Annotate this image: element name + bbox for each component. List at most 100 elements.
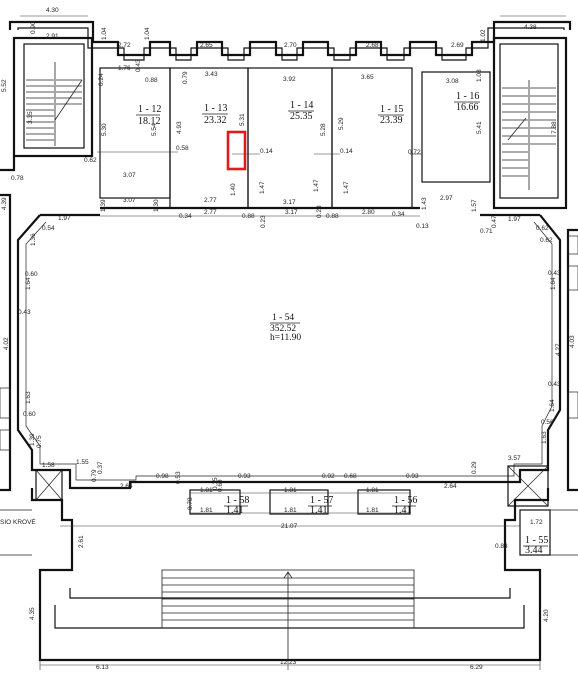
dimension-label: 2.69 <box>451 42 464 49</box>
dimension-label: 1.39 <box>29 433 36 446</box>
room-area: 1.41 <box>310 505 328 516</box>
dimension-label: 5.29 <box>338 117 345 130</box>
dimension-label: 1.04 <box>101 27 108 40</box>
dimension-label: 4.35 <box>29 607 36 620</box>
dimension-label: 1.63 <box>541 431 548 444</box>
dimension-label: 2.97 <box>440 195 453 202</box>
dimension-label: 3.07 <box>123 197 136 204</box>
dimension-label: 0.56 <box>541 419 554 426</box>
dimension-label: 5.28 <box>320 123 327 136</box>
dimension-label: 1.97 <box>508 216 521 223</box>
dimension-label: 0.60 <box>25 271 38 278</box>
dimension-label: 1.64 <box>549 399 556 412</box>
room-area: 23.39 <box>380 115 403 126</box>
dimension-label: 2.91 <box>46 33 59 40</box>
dimension-label: 6.29 <box>470 664 483 671</box>
room-id: 1 - 58 <box>226 495 249 506</box>
dimension-lines <box>20 15 566 670</box>
dimension-label: 0.71 <box>480 228 493 235</box>
dimension-label: 1.64 <box>550 277 557 290</box>
dimension-label: 1.76 <box>118 65 131 72</box>
dimension-label: 0.60 <box>23 411 36 418</box>
dimension-label: 4.39 <box>1 197 8 210</box>
dimension-label: 0.47 <box>491 215 498 228</box>
dimension-label: 1.64 <box>25 277 32 290</box>
dimension-label: 0.62 <box>540 237 553 244</box>
dimension-label: 1.47 <box>313 179 320 192</box>
dimension-label: 1.04 <box>144 27 151 40</box>
room-id: 1 - 56 <box>394 495 417 506</box>
dimension-label: 1.97 <box>58 215 71 222</box>
dimension-label: 1.81 <box>284 487 297 494</box>
dimension-label: 0.79 <box>91 469 98 482</box>
selection-marker <box>226 130 247 171</box>
dimension-label: 0.54 <box>42 225 55 232</box>
room-labels: 1 - 12 18.12 1 - 13 23.32 1 - 14 25.35 1… <box>136 91 548 556</box>
dimension-label: 3.17 <box>283 199 296 206</box>
dimension-label: 1.81 <box>284 507 297 514</box>
dimension-label: 2.77 <box>204 209 217 216</box>
dimension-label: 0.24 <box>98 73 105 86</box>
room-area: 352.52 <box>270 324 296 334</box>
dimension-label: 7.88 <box>551 121 558 134</box>
room-id: 1 - 14 <box>290 100 313 111</box>
room-area: 1.41 <box>226 505 244 516</box>
room-id: 1 - 15 <box>380 104 403 115</box>
dimension-label: 0.78 <box>11 175 24 182</box>
room-area: 1.41 <box>394 505 412 516</box>
side-room-label: SIO KROVĖ <box>0 517 36 526</box>
dimension-label: 1.63 <box>25 391 32 404</box>
dimension-label: 0.83 <box>495 543 508 550</box>
dimension-label: 2.72 <box>118 42 131 49</box>
dimension-label: 1.47 <box>259 181 266 194</box>
dimension-label: 1.81 <box>366 507 379 514</box>
dimension-label: 3.35 <box>27 111 34 124</box>
dimension-label: 12.23 <box>280 659 297 666</box>
dimension-label: 0.92 <box>322 473 335 480</box>
dimension-label: 0.75 <box>36 435 43 448</box>
dimension-label: 0.68 <box>344 473 357 480</box>
dimension-label: 0.93 <box>238 473 251 480</box>
dimension-label: 2.68 <box>366 42 379 49</box>
dimension-label: 2.77 <box>204 197 217 204</box>
dimension-label: 0.37 <box>97 461 104 474</box>
dimension-label: 4.27 <box>555 343 562 356</box>
room-id: 1 - 13 <box>204 103 227 114</box>
dimension-label: 0.23 <box>316 205 323 218</box>
dimension-label: 3.92 <box>283 76 296 83</box>
room-id: 1 - 57 <box>310 495 333 506</box>
dimension-label: 2.70 <box>284 42 297 49</box>
room-area: 23.32 <box>204 115 227 126</box>
dimension-label: 1.57 <box>471 199 478 212</box>
dimension-label: 0.58 <box>176 145 189 152</box>
dimension-label: 1.47 <box>343 181 350 194</box>
dimension-label: 3.43 <box>205 71 218 78</box>
dimension-label: 0.29 <box>471 461 478 474</box>
dimension-label: 0.69 <box>217 479 224 492</box>
dimension-label: 0.43 <box>18 309 31 316</box>
room-area: 25.35 <box>290 111 313 122</box>
dimension-label: 0.88 <box>145 77 158 84</box>
dimension-label: 0.14 <box>340 148 353 155</box>
room-id: 1 - 55 <box>525 535 548 546</box>
dimension-label: 0.23 <box>260 215 267 228</box>
dimension-label: 1.81 <box>366 487 379 494</box>
dimension-label: 1.30 <box>153 199 160 212</box>
dimension-label: 4.03 <box>569 335 576 348</box>
dimension-label: 1.72 <box>530 519 543 526</box>
dimension-label: 4.02 <box>3 337 10 350</box>
room-area: 18.12 <box>138 116 161 127</box>
dimension-label: 3.08 <box>446 78 459 85</box>
dimension-labels: 4.30 0.90 2.91 1.04 2.72 1.04 2.65 2.70 … <box>0 7 576 671</box>
dimension-label: 2.64 <box>444 483 457 490</box>
dimension-label: 4.38 <box>524 24 537 31</box>
dimension-label: 2.64 <box>120 483 133 490</box>
dimension-label: 0.88 <box>242 213 255 220</box>
dimension-label: 0.43 <box>135 59 142 72</box>
dimension-label: 1.81 <box>200 507 213 514</box>
dimension-label: 6.13 <box>96 664 109 671</box>
dimension-label: 4.93 <box>176 121 183 134</box>
dimension-label: 0.15 <box>212 477 219 490</box>
dimension-label: 0.34 <box>179 213 192 220</box>
dimension-label: 2.61 <box>78 535 85 548</box>
